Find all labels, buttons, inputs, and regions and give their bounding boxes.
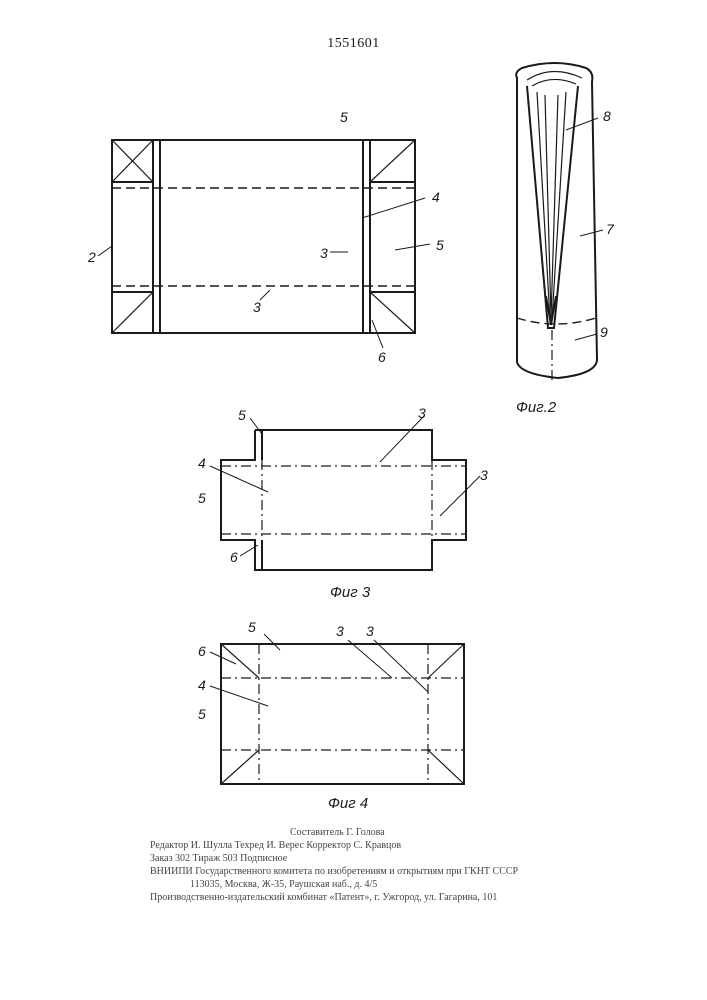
imprint-printer: Производственно-издательский комбинат «П… <box>150 891 570 904</box>
fig2-label-7: 7 <box>606 221 615 237</box>
imprint-editors: Редактор И. Шулла Техред И. Верес Коррек… <box>150 839 570 852</box>
figure-2: 8 7 9 Фиг.2 <box>516 63 615 416</box>
fig1-label-6: 6 <box>378 349 386 365</box>
fig3-label-6: 6 <box>230 549 238 565</box>
fig4-label-3-b: 3 <box>366 623 374 639</box>
imprint-block: Составитель Г. Голова Редактор И. Шулла … <box>150 826 570 904</box>
fig3-label-5-left: 5 <box>198 490 206 506</box>
fig1-label-2: 2 <box>87 249 96 265</box>
fig3-label-3-top: 3 <box>418 405 426 421</box>
fig4-label-3-a: 3 <box>336 623 344 639</box>
figure-3: 5 3 3 4 5 6 Фиг 3 <box>198 405 488 601</box>
fig2-caption: Фиг.2 <box>516 399 557 416</box>
fig4-caption: Фиг 4 <box>328 795 368 812</box>
fig1-label-5-top: 5 <box>340 109 348 125</box>
fig1-label-5-side: 5 <box>436 237 444 253</box>
fig2-label-8: 8 <box>603 108 611 124</box>
fig1-label-3-horizontal: 3 <box>253 299 261 315</box>
fig2-label-9: 9 <box>600 324 608 340</box>
fig4-label-4: 4 <box>198 677 206 693</box>
fig4-label-5-top: 5 <box>248 619 256 635</box>
fig3-label-3-right: 3 <box>480 467 488 483</box>
imprint-order: Заказ 302 Тираж 503 Подписное <box>150 852 570 865</box>
fig3-caption: Фиг 3 <box>330 584 371 601</box>
imprint-compiler: Составитель Г. Голова <box>150 826 570 839</box>
fig1-label-3-vertical: 3 <box>320 245 328 261</box>
fig1-label-4: 4 <box>432 189 440 205</box>
fig4-label-6: 6 <box>198 643 206 659</box>
figure-1: 5 2 4 5 3 3 6 <box>87 109 444 365</box>
fig3-label-4: 4 <box>198 455 206 471</box>
fig3-label-5-top: 5 <box>238 407 246 423</box>
fig4-label-5-left: 5 <box>198 706 206 722</box>
imprint-publisher: ВНИИПИ Государственного комитета по изоб… <box>150 865 570 878</box>
figure-4: 6 5 3 3 4 5 Фиг 4 <box>198 619 464 812</box>
imprint-address: 113035, Москва, Ж-35, Раушская наб., д. … <box>150 878 570 891</box>
